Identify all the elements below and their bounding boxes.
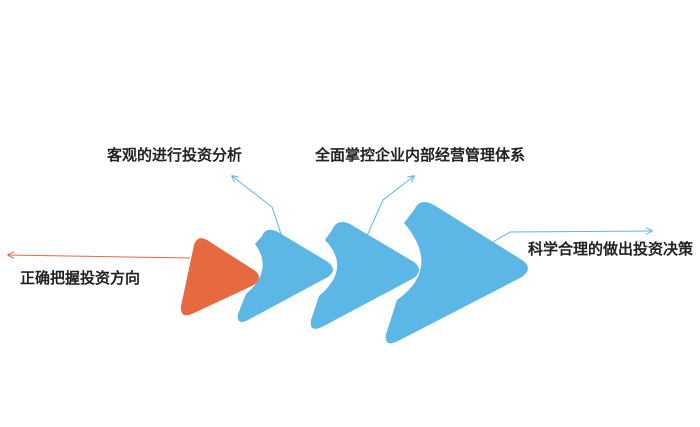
connector-line-4 — [492, 231, 652, 243]
chevron-step-3 — [310, 222, 419, 329]
step-label-3: 全面掌控企业内部经营管理体系 — [315, 146, 526, 164]
connector-line-1 — [8, 255, 191, 258]
step-label-2: 客观的进行投资分析 — [107, 146, 243, 164]
chevron-step-1 — [180, 238, 259, 316]
chevron-step-4 — [385, 201, 528, 344]
connector-line-2 — [232, 176, 283, 238]
connector-line-3 — [365, 176, 414, 239]
step-label-4: 科学合理的做出投资决策 — [528, 240, 694, 258]
chevron-step-2 — [237, 229, 333, 322]
step-label-1: 正确把握投资方向 — [20, 269, 141, 287]
